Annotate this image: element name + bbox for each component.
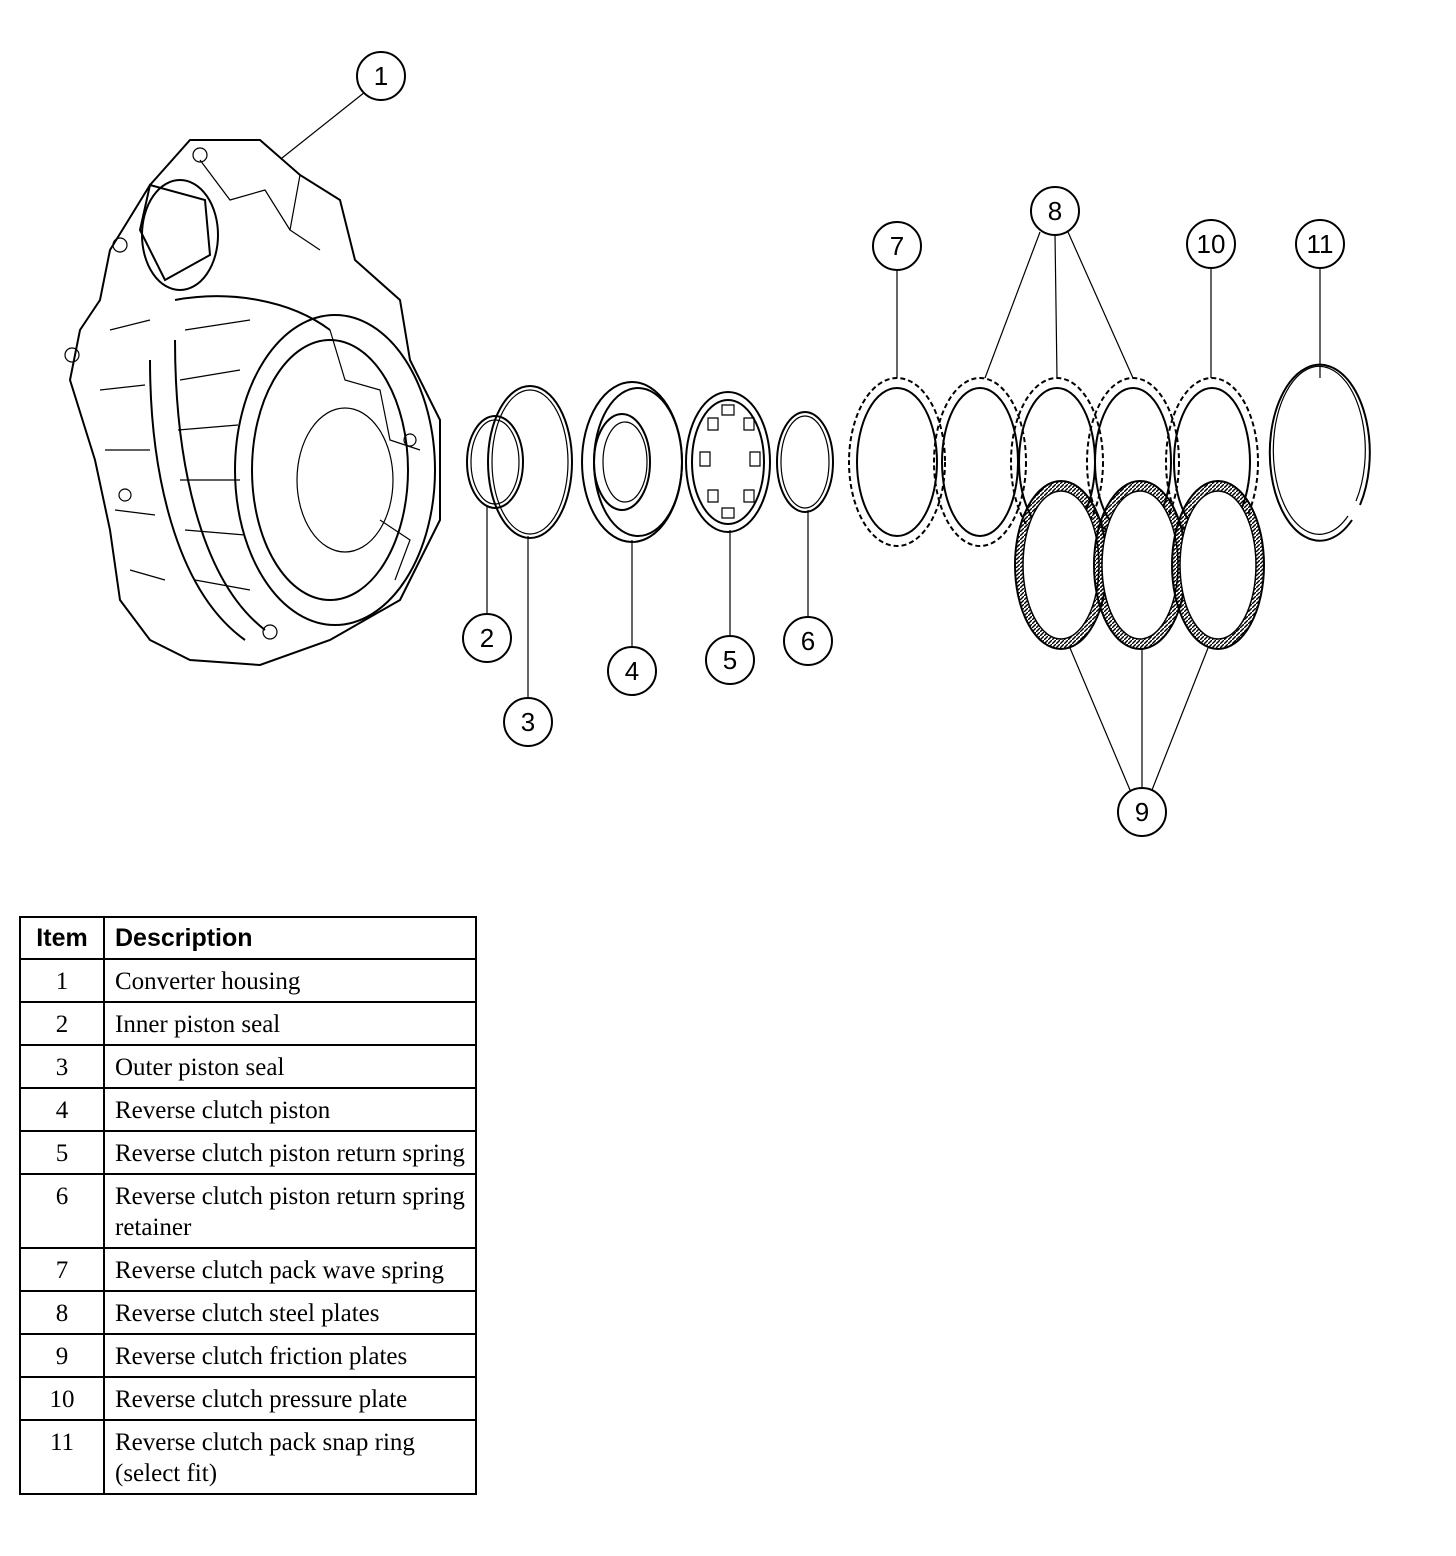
callout-1: 1 — [356, 51, 406, 101]
table-row: 4 Reverse clutch piston — [19, 1087, 477, 1132]
outer-piston-seal-drawing — [487, 385, 573, 539]
svg-text:3: 3 — [521, 707, 535, 737]
item-description: Reverse clutch piston return spring — [103, 1130, 477, 1175]
svg-text:6: 6 — [801, 626, 815, 656]
item-number: 3 — [19, 1044, 105, 1089]
friction-plates-drawing — [1014, 480, 1265, 650]
item-number: 5 — [19, 1130, 105, 1175]
item-number: 9 — [19, 1333, 105, 1378]
item-description: Reverse clutch steel plates — [103, 1290, 477, 1335]
snap-ring-drawing — [1268, 363, 1371, 542]
callout-2: 2 — [462, 613, 512, 663]
wave-spring-drawing — [848, 377, 946, 547]
callout-11: 11 — [1295, 219, 1345, 269]
callout-6: 6 — [783, 616, 833, 666]
item-description: Reverse clutch pressure plate — [103, 1376, 477, 1421]
item-description: Reverse clutch friction plates — [103, 1333, 477, 1378]
callout-5: 5 — [705, 635, 755, 685]
svg-text:5: 5 — [723, 645, 737, 675]
callout-8: 8 — [1030, 186, 1080, 236]
item-description: Converter housing — [103, 958, 477, 1003]
table-row: 9 Reverse clutch friction plates — [19, 1333, 477, 1378]
table-row: 6 Reverse clutch piston return spring re… — [19, 1173, 477, 1249]
item-number: 7 — [19, 1247, 105, 1292]
callout-3: 3 — [503, 697, 553, 747]
table-header-row: Item Description — [19, 916, 477, 960]
item-description: Reverse clutch pack wave spring — [103, 1247, 477, 1292]
converter-housing-drawing — [64, 139, 441, 667]
table-row: 11 Reverse clutch pack snap ring (select… — [19, 1419, 477, 1495]
table-row: 3 Outer piston seal — [19, 1044, 477, 1089]
item-description: Inner piston seal — [103, 1001, 477, 1046]
table-row: 5 Reverse clutch piston return spring — [19, 1130, 477, 1175]
column-header-description: Description — [103, 916, 477, 960]
return-spring-drawing — [685, 391, 771, 533]
parts-legend-table: Item Description 1 Converter housing 2 I… — [19, 916, 477, 1495]
item-number: 4 — [19, 1087, 105, 1132]
table-row: 1 Converter housing — [19, 958, 477, 1003]
return-spring-retainer-drawing — [776, 411, 834, 513]
item-number: 6 — [19, 1173, 105, 1249]
item-description: Reverse clutch piston — [103, 1087, 477, 1132]
svg-text:1: 1 — [374, 61, 388, 91]
item-number: 2 — [19, 1001, 105, 1046]
svg-text:9: 9 — [1135, 797, 1149, 827]
table-row: 7 Reverse clutch pack wave spring — [19, 1247, 477, 1292]
svg-text:4: 4 — [625, 656, 639, 686]
svg-text:8: 8 — [1048, 196, 1062, 226]
item-number: 10 — [19, 1376, 105, 1421]
svg-text:7: 7 — [890, 231, 904, 261]
column-header-item: Item — [19, 916, 105, 960]
callout-4: 4 — [607, 646, 657, 696]
callout-9: 9 — [1117, 787, 1167, 837]
table-row: 2 Inner piston seal — [19, 1001, 477, 1046]
reverse-clutch-piston-drawing — [581, 381, 683, 543]
item-number: 8 — [19, 1290, 105, 1335]
item-number: 1 — [19, 958, 105, 1003]
svg-text:10: 10 — [1197, 229, 1226, 259]
inner-piston-seal-drawing — [466, 415, 524, 509]
callout-10: 10 — [1186, 219, 1236, 269]
exploded-view-diagram: 1 2 3 4 5 6 7 8 9 10 11 — [64, 51, 1371, 837]
item-description: Outer piston seal — [103, 1044, 477, 1089]
leader-lines — [281, 91, 1321, 791]
callout-7: 7 — [872, 221, 922, 271]
item-description: Reverse clutch piston return spring reta… — [103, 1173, 477, 1249]
svg-text:11: 11 — [1307, 229, 1334, 259]
svg-text:2: 2 — [480, 623, 494, 653]
item-number: 11 — [19, 1419, 105, 1495]
table-row: 8 Reverse clutch steel plates — [19, 1290, 477, 1335]
table-row: 10 Reverse clutch pressure plate — [19, 1376, 477, 1421]
item-description: Reverse clutch pack snap ring (select fi… — [103, 1419, 477, 1495]
